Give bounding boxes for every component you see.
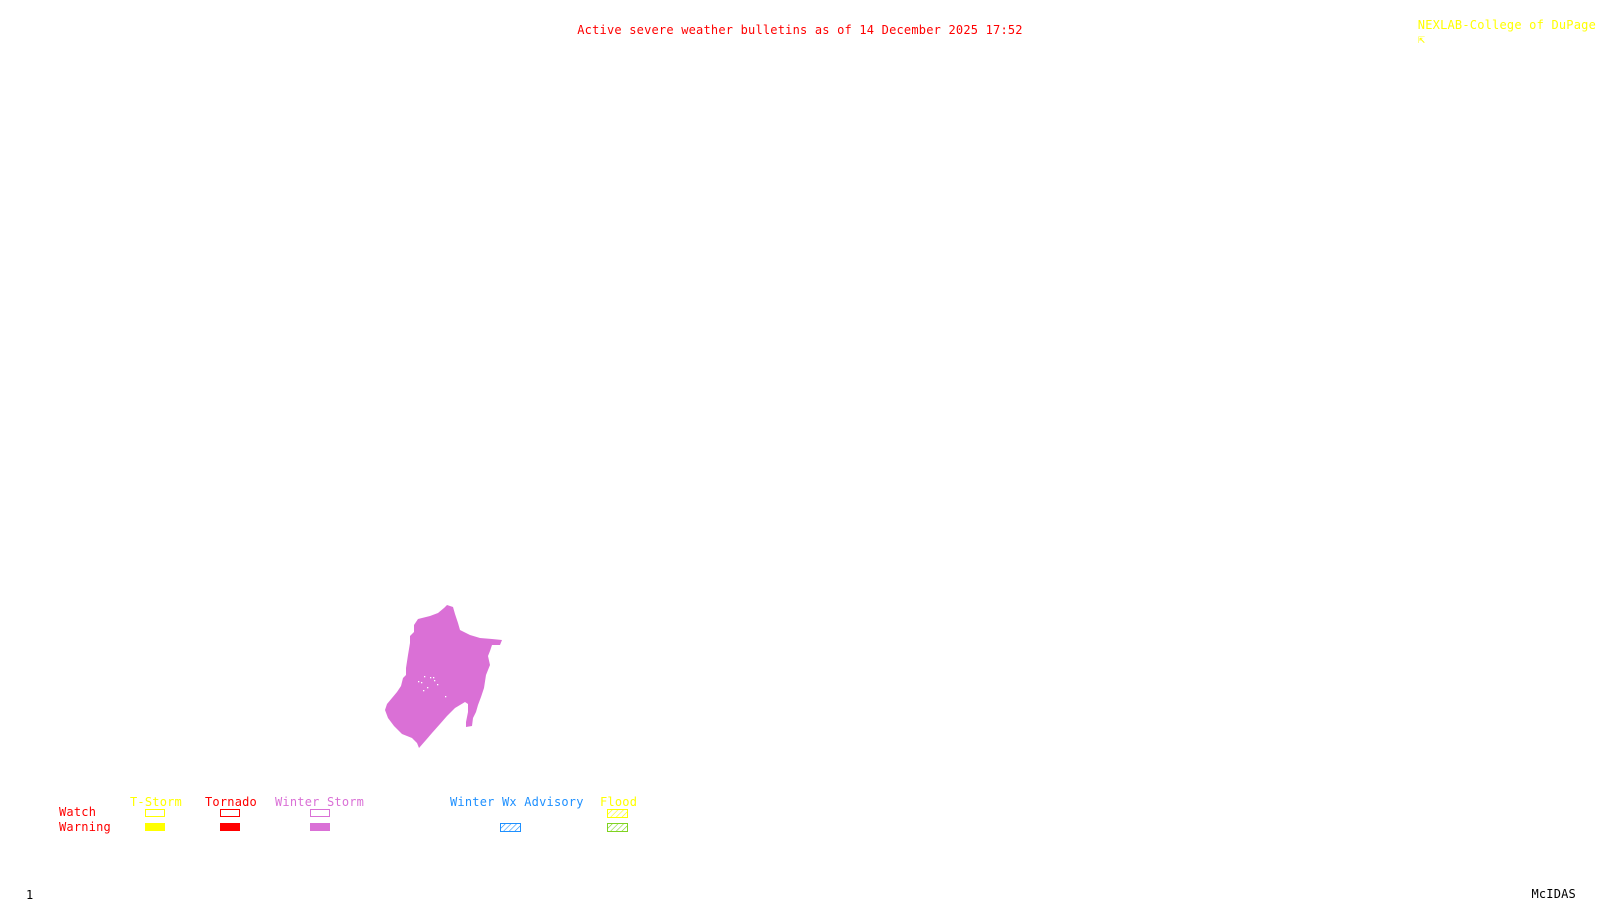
region-gaps bbox=[418, 676, 447, 698]
winter-storm-warning-swatch bbox=[310, 823, 330, 831]
flood-watch-swatch bbox=[607, 809, 628, 818]
frame-number: 1 bbox=[26, 888, 34, 902]
legend-row-warning: Warning bbox=[59, 820, 111, 834]
tstorm-watch-swatch bbox=[145, 809, 165, 817]
tornado-warning-swatch bbox=[220, 823, 240, 831]
tstorm-warning-swatch bbox=[145, 823, 165, 831]
legend-header-tstorm: T-Storm bbox=[130, 795, 182, 809]
legend-header-winter-storm: Winter Storm bbox=[275, 795, 365, 809]
software-label: McIDAS bbox=[1531, 887, 1576, 901]
winter-storm-watch-swatch bbox=[310, 809, 330, 817]
legend-header-flood: Flood bbox=[600, 795, 638, 809]
bulletin-title: Active severe weather bulletins as of 14… bbox=[577, 23, 1023, 37]
tornado-watch-swatch bbox=[220, 809, 240, 817]
legend-header-winter-wx-advisory: Winter Wx Advisory bbox=[450, 795, 584, 809]
credit-text: NEXLAB-College of DuPage ⇱ bbox=[1403, 4, 1596, 46]
flood-warning-swatch bbox=[607, 823, 628, 832]
legend-header-tornado: Tornado bbox=[205, 795, 257, 809]
cursor-arrow-icon: ⇱ bbox=[1417, 32, 1426, 46]
credit-label: NEXLAB-College of DuPage bbox=[1417, 18, 1596, 32]
legend-row-watch: Watch bbox=[59, 805, 97, 819]
winter-wx-advisory-swatch bbox=[500, 823, 521, 832]
winter-storm-warning-region[interactable] bbox=[385, 605, 502, 748]
